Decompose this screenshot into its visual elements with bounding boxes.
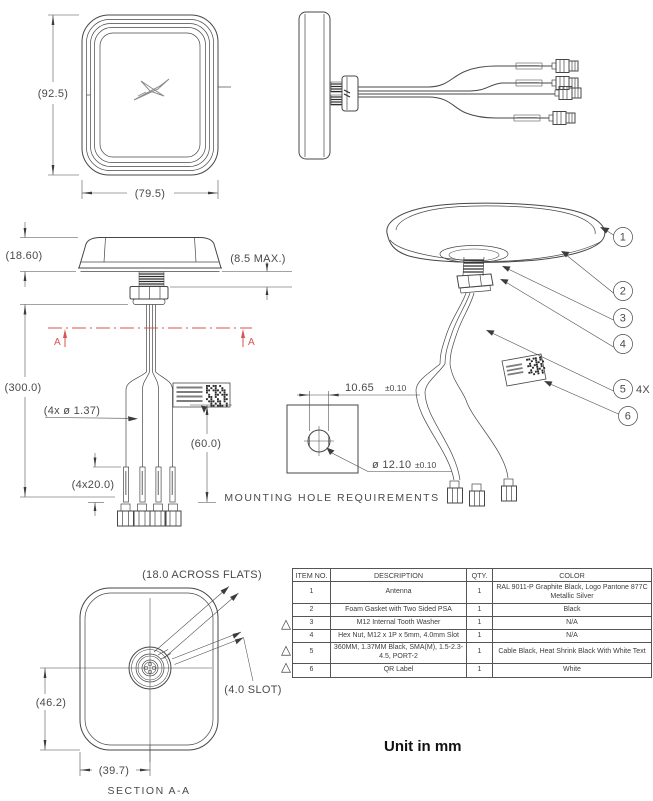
- svg-text:2: 2: [620, 286, 626, 298]
- iso-stud-nut: [456, 256, 494, 294]
- brand-bird-logo-icon: [133, 78, 170, 101]
- dim-label: (79.5): [135, 188, 166, 200]
- dim-39-7: (39.7): [79, 745, 151, 777]
- dim-92-5: (92.5): [38, 14, 79, 176]
- bom-header-item: ITEM NO.: [292, 568, 331, 582]
- dim-4x20-0: (4x20.0): [72, 453, 121, 516]
- svg-text:4: 4: [620, 339, 626, 351]
- dim-label: ø 12.10: [372, 459, 411, 471]
- qr-code: [526, 356, 546, 376]
- iso-cables: [415, 292, 509, 481]
- heat-shrink-labels-front: [123, 466, 176, 503]
- dim-label: (92.5): [38, 88, 69, 100]
- dim-label: 10.65: [345, 382, 374, 394]
- dim-label: (18.0 ACROSS FLATS): [142, 569, 262, 581]
- balloon-5-qty: 4X: [636, 384, 650, 396]
- qr-code: [206, 385, 228, 407]
- sma-connectors-side: [548, 59, 582, 125]
- dim-79-5: (79.5): [81, 180, 219, 200]
- balloon-5: 5 4X: [613, 379, 650, 399]
- dim-label: (4x20.0): [72, 479, 115, 491]
- dim-label: (46.2): [36, 697, 67, 709]
- section-nut: [128, 646, 172, 690]
- dim-label: (8.5 MAX.): [230, 253, 286, 265]
- qr-label-front: [172, 382, 231, 413]
- hex-nut-front: [129, 286, 169, 305]
- antenna-top-outline: [81, 14, 231, 176]
- revision-triangle-icon: △: [281, 616, 291, 631]
- section-marker-left: A: [54, 337, 61, 348]
- mounting-plate-outline: [286, 404, 359, 474]
- dim-label: (60.0): [191, 438, 222, 450]
- revision-triangle-icon: △: [281, 659, 291, 674]
- revision-triangle-icon: △: [281, 642, 291, 657]
- cables-side: [358, 62, 555, 122]
- dim-label: (300.0): [5, 382, 42, 394]
- balloon-2: 2: [613, 281, 633, 301]
- dim-tolerance: ±0.10: [415, 460, 436, 470]
- iso-connectors: [447, 478, 517, 507]
- section-title: SECTION A-A: [107, 785, 190, 797]
- dim-8-5-max: (8.5 MAX.): [170, 253, 292, 300]
- section-line-A-A: A A: [48, 327, 255, 348]
- balloon-leaders: [486, 227, 619, 415]
- bom-header-qty: QTY.: [466, 568, 493, 582]
- dim-18-across-flats: (18.0 ACROSS FLATS): [142, 569, 262, 659]
- bom-header-color: COLOR: [492, 568, 652, 582]
- balloon-6: 6: [618, 406, 638, 426]
- dim-tolerance: ±0.10: [385, 383, 406, 393]
- svg-text:3: 3: [620, 313, 626, 325]
- balloon-3: 3: [613, 308, 633, 328]
- threaded-stud: [138, 271, 165, 287]
- balloon-4: 4: [613, 334, 633, 354]
- svg-text:1: 1: [620, 232, 626, 244]
- iso-qr-label: [501, 353, 547, 387]
- dome-outline: [78, 237, 222, 272]
- svg-text:6: 6: [625, 411, 631, 423]
- dim-4-slot: (4.0 SLOT): [171, 631, 281, 696]
- dim-cable-diameter: (4x ø 1.37): [44, 405, 138, 422]
- mounting-hole: [304, 426, 334, 456]
- balloon-1: 1: [613, 227, 633, 247]
- dim-label: (4.0 SLOT): [224, 684, 281, 696]
- bom-header-description: DESCRIPTION: [330, 568, 467, 582]
- sma-connectors-front: [117, 503, 182, 527]
- side-view: [298, 11, 582, 160]
- isometric-view: 1 2 3 4 5 4X 6: [386, 202, 650, 507]
- svg-text:5: 5: [620, 384, 626, 396]
- dim-label: (18.60): [6, 250, 43, 262]
- dim-10-65: 10.65 ±0.10: [297, 382, 420, 431]
- dim-18-60: (18.60): [6, 222, 78, 287]
- dim-300-0: (300.0): [5, 304, 128, 498]
- top-view: (92.5) (79.5): [38, 14, 231, 200]
- dim-label: (39.7): [99, 765, 130, 777]
- dim-label: (4x ø 1.37): [44, 405, 101, 417]
- cable-bundle-front: [125, 304, 173, 467]
- section-view: (18.0 ACROSS FLATS) (4.0 SLOT) (46.2) (3: [36, 569, 282, 797]
- section-outline: [79, 587, 219, 751]
- mounting-hole-view: 10.65 ±0.10 ø 12.10 ±0.10 MOUNTING HOLE …: [224, 382, 452, 504]
- dim-46-2: (46.2): [36, 668, 80, 751]
- mounting-hole-title: MOUNTING HOLE REQUIREMENTS: [224, 492, 439, 504]
- antenna-side-body: [298, 11, 331, 160]
- front-view: A A (18.60) (8.5 MAX.): [5, 222, 292, 527]
- stud-and-nut: [330, 75, 359, 112]
- dim-12-10: ø 12.10 ±0.10: [326, 447, 452, 472]
- unit-note: Unit in mm: [384, 738, 462, 755]
- dim-60-0: (60.0): [190, 404, 232, 503]
- section-marker-right: A: [248, 337, 255, 348]
- iso-antenna-body: [386, 202, 606, 263]
